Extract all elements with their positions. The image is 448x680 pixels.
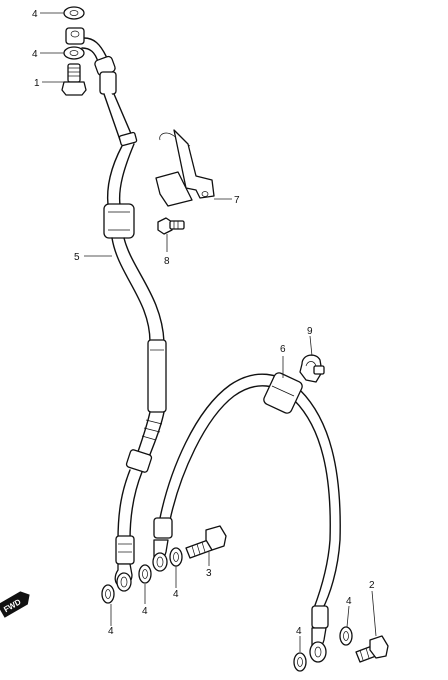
callout-4-lower-left: 4 <box>108 626 114 637</box>
callout-2: 2 <box>369 580 375 591</box>
washer-bottom-2 <box>138 564 152 584</box>
callout-8: 8 <box>164 256 170 267</box>
washer-bottom-3 <box>169 547 183 567</box>
washer-bottom-4 <box>293 652 307 672</box>
fwd-badge: FWD <box>0 591 30 618</box>
callout-6: 6 <box>280 344 286 355</box>
leader-lines <box>40 12 377 652</box>
callout-4-lower-mid: 4 <box>142 606 148 617</box>
callout-5: 5 <box>74 252 80 263</box>
callout-9: 9 <box>307 326 313 337</box>
hose-bracket <box>155 129 215 207</box>
callout-labels: 4 4 1 5 7 8 6 9 3 4 4 4 2 4 4 <box>32 9 375 637</box>
washer-top-2 <box>63 46 85 60</box>
washer-bottom-1 <box>101 584 115 604</box>
upper-brake-hose <box>81 37 167 592</box>
union-fitting <box>65 27 85 45</box>
callout-4-lower-center: 4 <box>173 589 179 600</box>
callout-1: 1 <box>34 78 40 89</box>
callout-3: 3 <box>206 568 212 579</box>
union-bolt-1 <box>61 63 87 96</box>
callout-7: 7 <box>234 195 240 206</box>
washer-bottom-5 <box>339 626 353 646</box>
callout-4-bottom-right: 4 <box>296 626 302 637</box>
callout-4-lower-right: 4 <box>346 596 352 607</box>
callout-4-second: 4 <box>32 49 38 60</box>
union-bolt-3 <box>185 525 227 559</box>
bracket-bolt <box>157 217 185 235</box>
lower-brake-hose <box>152 372 341 663</box>
union-bolt-2 <box>355 635 389 663</box>
washer-top-1 <box>63 6 85 20</box>
callout-4-top: 4 <box>32 9 38 20</box>
hose-clamp <box>299 354 325 383</box>
